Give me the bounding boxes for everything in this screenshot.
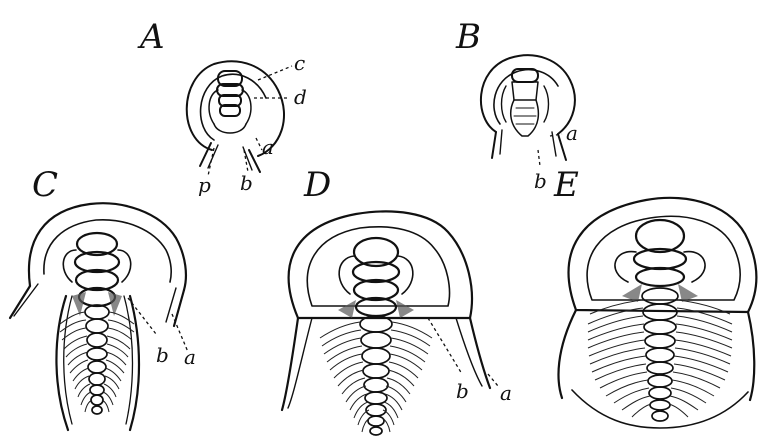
label-a-c: c [294, 51, 305, 75]
figure-a-letter: A [137, 17, 165, 57]
label-c-a: a [184, 345, 196, 369]
leader-c-b [128, 298, 156, 334]
label-c-b: b [156, 343, 169, 367]
figure-c-thorax [60, 305, 134, 414]
figure-e-thorax [588, 288, 732, 421]
label-b-b: b [534, 169, 547, 193]
label-a-b: b [240, 171, 253, 195]
figure-d-letter: D [303, 165, 331, 205]
leader-a-p [208, 148, 214, 176]
label-a-a: a [262, 135, 274, 159]
figure-e: E [553, 165, 756, 428]
label-d-b: b [456, 379, 469, 403]
label-b-a: a [566, 121, 578, 145]
figure-e-letter: E [553, 165, 579, 205]
label-a-d: d [294, 85, 307, 109]
figure-b-letter: B [455, 17, 481, 57]
figure-d: D [282, 165, 512, 435]
figure-d-thorax [320, 316, 432, 435]
label-d-a: a [500, 381, 512, 405]
label-a-p: p [198, 173, 211, 197]
leader-d-b [428, 318, 462, 374]
leader-a-c [258, 66, 292, 80]
figure-c-letter: C [32, 165, 58, 205]
figure-a: A c d a b p [137, 17, 307, 197]
figure-c: C [10, 165, 196, 430]
leader-b-b [538, 150, 540, 166]
